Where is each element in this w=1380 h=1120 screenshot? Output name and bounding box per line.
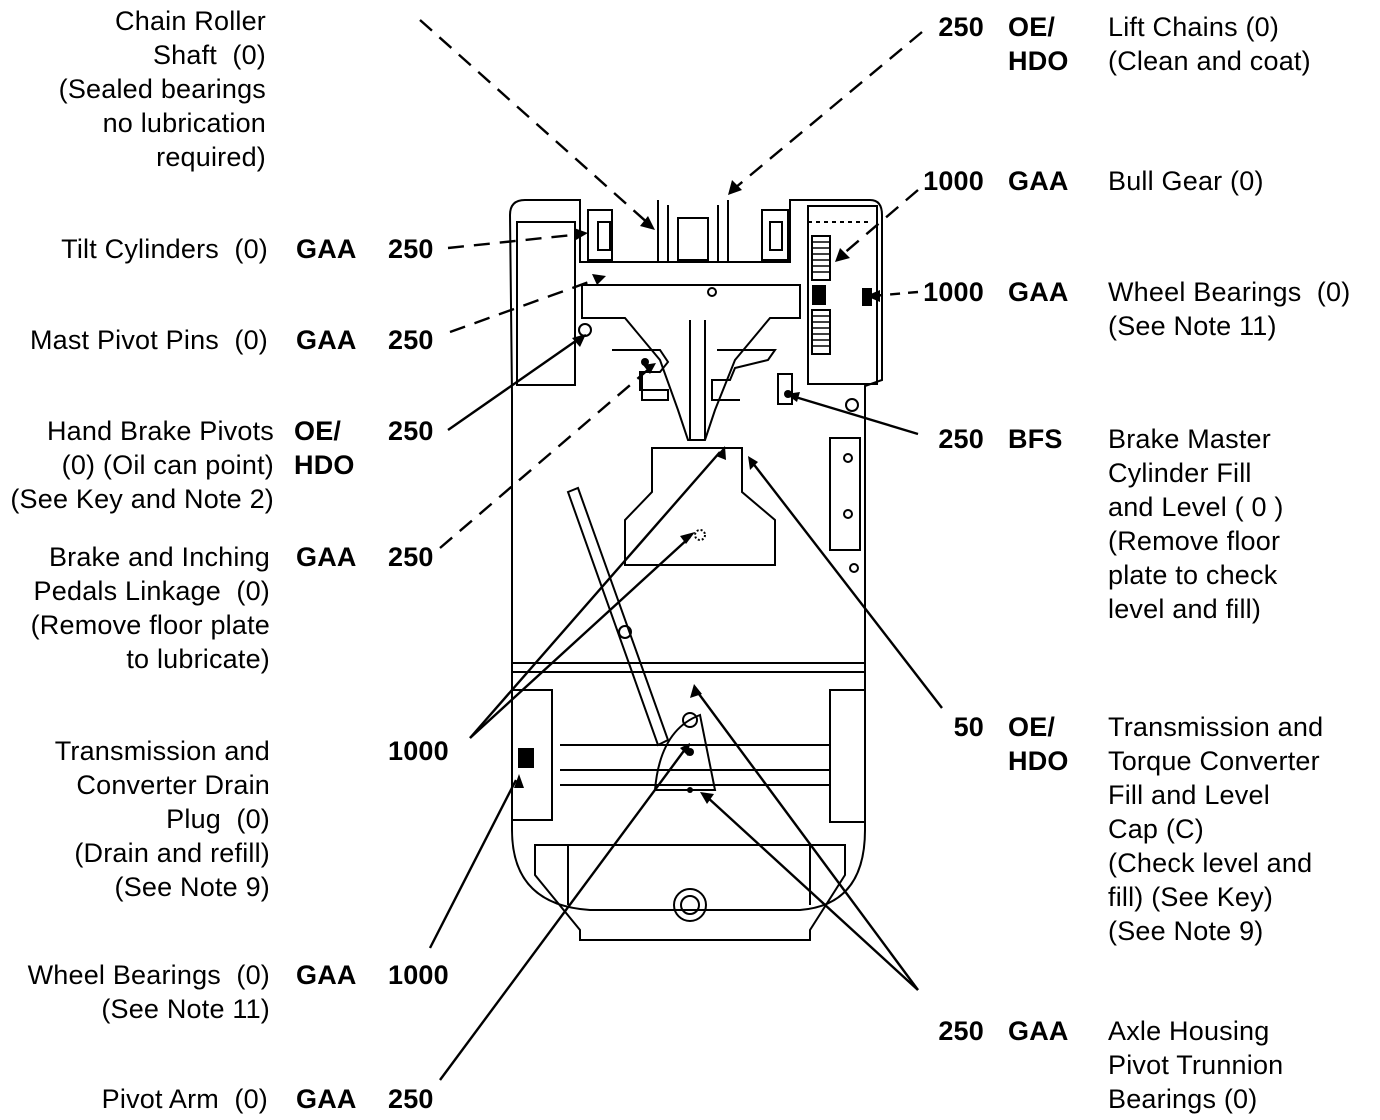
lube-wheel-bearings-right: GAA <box>1008 277 1069 307</box>
interval-bull-gear: 1000 <box>923 166 984 196</box>
lube-brake-inching-pedals: GAA <box>296 542 357 572</box>
label-tilt-cylinders: Tilt Cylinders (0) <box>61 234 268 264</box>
side-panel <box>829 437 861 551</box>
label-hand-brake-pivots: Hand Brake Pivots (0) (Oil can point) (S… <box>10 416 274 514</box>
lube-hand-brake-pivots: OE/ HDO <box>294 416 355 480</box>
interval-transmission-drain-plug: 1000 <box>388 736 449 766</box>
shift-lever <box>566 486 670 747</box>
label-lift-chains: Lift Chains (0) (Clean and coat) <box>1108 12 1311 76</box>
interval-wheel-bearings-left: 1000 <box>388 960 449 990</box>
label-transmission-drain-plug: Transmission and Converter Drain Plug (0… <box>54 736 270 902</box>
interval-lift-chains: 250 <box>938 12 984 42</box>
interval-pivot-arm: 250 <box>388 1084 434 1114</box>
floor-plate <box>624 447 776 566</box>
label-mast-pivot-pins: Mast Pivot Pins (0) <box>29 325 268 355</box>
label-chain-roller-shaft: Chain Roller Shaft (0) (Sealed bearings … <box>58 6 266 172</box>
rear-left-wheel <box>512 689 553 821</box>
label-brake-inching-pedals: Brake and Inching Pedals Linkage (0) (Re… <box>30 542 270 674</box>
counterweight <box>534 844 846 941</box>
lube-pivot-arm: GAA <box>296 1084 357 1114</box>
rear-bulkhead <box>512 662 865 673</box>
label-bull-gear: Bull Gear (0) <box>1108 166 1264 196</box>
interval-wheel-bearings-right: 1000 <box>923 277 984 307</box>
rear-right-wheel <box>829 689 865 823</box>
interval-transmission-fill-cap: 50 <box>953 712 984 742</box>
pedal-left <box>612 349 670 401</box>
lube-transmission-fill-cap: OE/ HDO <box>1008 712 1069 776</box>
lube-tilt-cylinders: GAA <box>296 234 357 264</box>
label-axle-housing-trunnion: Axle Housing Pivot Trunnion Bearings (0) <box>1108 1016 1284 1114</box>
label-pivot-arm: Pivot Arm (0) <box>101 1084 268 1114</box>
lube-wheel-bearings-left: GAA <box>296 960 357 990</box>
interval-brake-master-cylinder: 250 <box>938 424 984 454</box>
interval-axle-housing-trunnion: 250 <box>938 1016 984 1046</box>
pivot-arm-sector <box>653 713 717 791</box>
rear-axle <box>560 744 830 786</box>
front-right-fender <box>807 205 878 385</box>
label-transmission-fill-cap: Transmission and Torque Converter Fill a… <box>1108 712 1324 946</box>
label-brake-master-cylinder: Brake Master Cylinder Fill and Level ( 0… <box>1108 424 1284 624</box>
interval-tilt-cylinders: 250 <box>388 234 434 264</box>
interval-hand-brake-pivots: 250 <box>388 416 434 446</box>
pedal-right <box>711 349 777 401</box>
label-wheel-bearings-left: Wheel Bearings (0) (See Note 11) <box>27 960 270 1024</box>
lube-bull-gear: GAA <box>1008 166 1069 196</box>
lube-brake-master-cylinder: BFS <box>1008 424 1063 454</box>
interval-brake-inching-pedals: 250 <box>388 542 434 572</box>
brake-master-cylinder <box>777 373 793 405</box>
lube-lift-chains: OE/ HDO <box>1008 12 1069 76</box>
interval-mast-pivot-pins: 250 <box>388 325 434 355</box>
chassis-outline <box>508 199 883 911</box>
lube-axle-housing-trunnion: GAA <box>1008 1016 1069 1046</box>
label-wheel-bearings-right: Wheel Bearings (0) (See Note 11) <box>1108 277 1351 341</box>
lube-mast-pivot-pins: GAA <box>296 325 357 355</box>
